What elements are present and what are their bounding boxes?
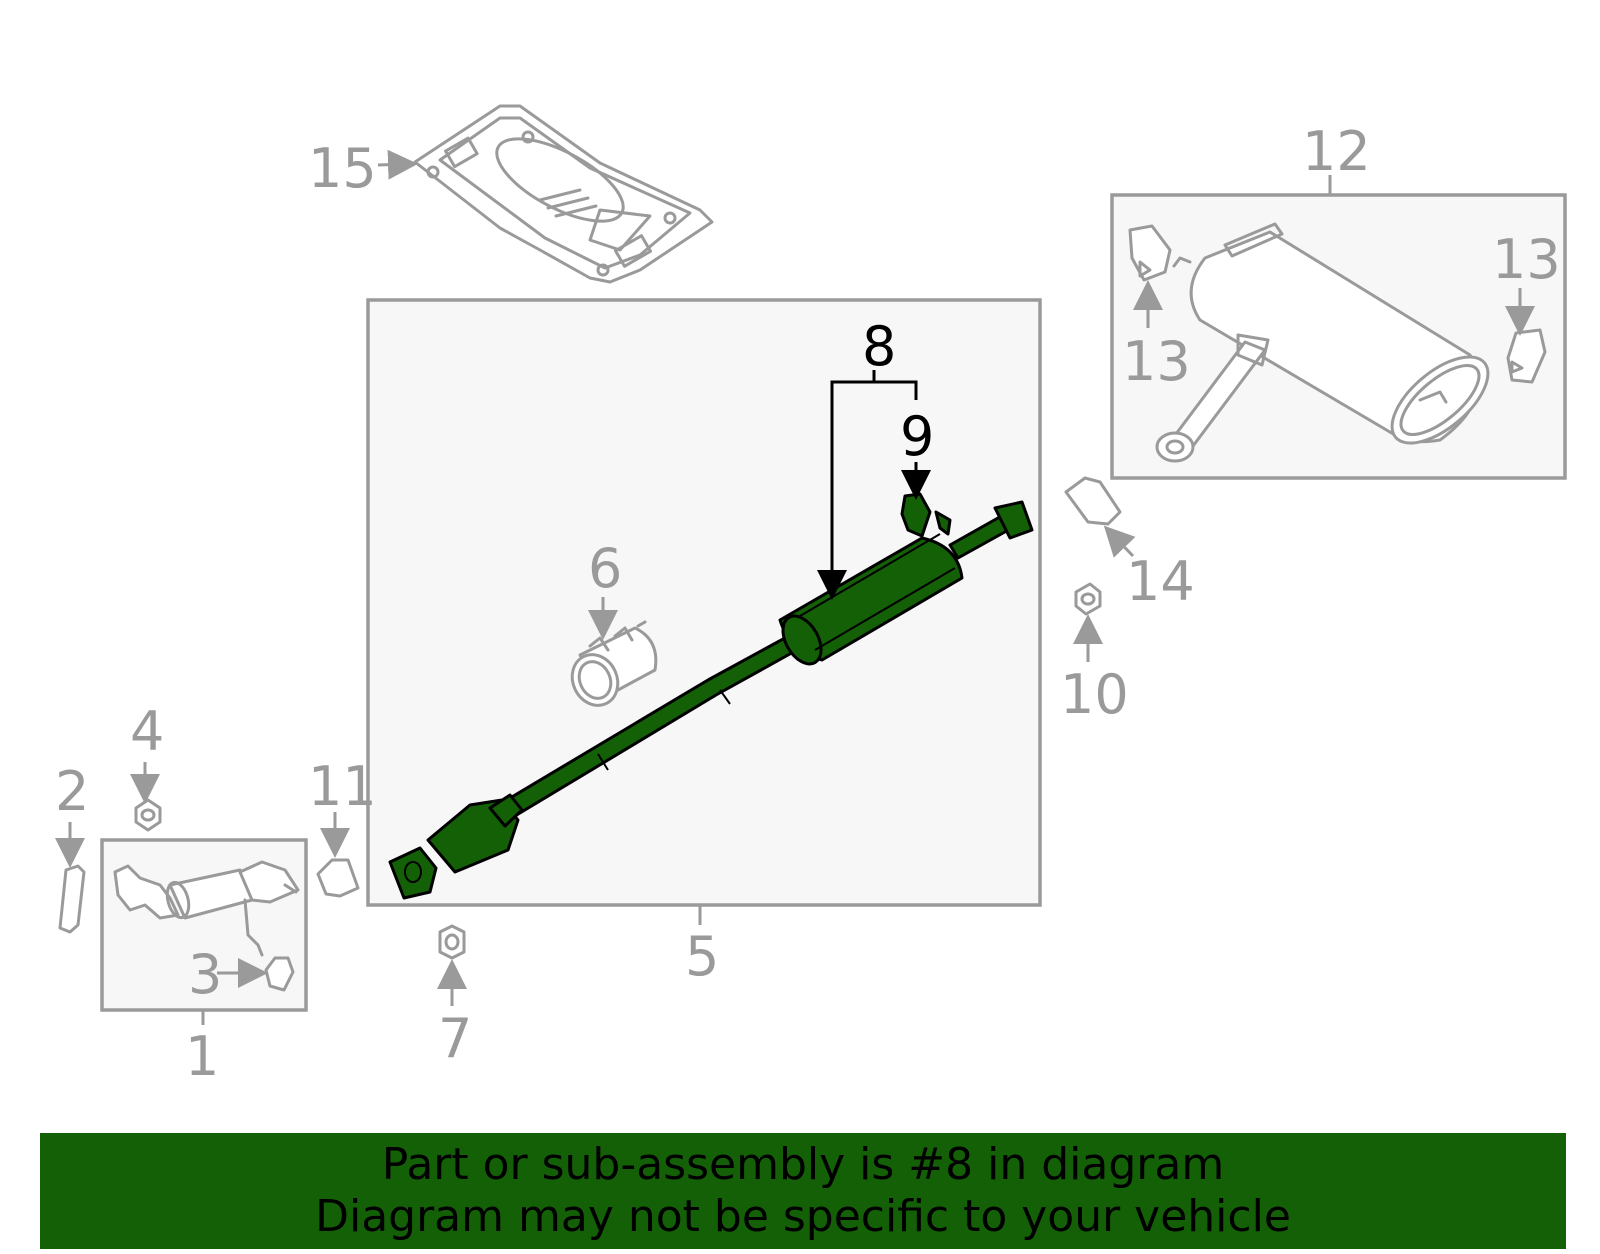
callout-15-leader — [377, 149, 418, 180]
callout-11: 11 — [308, 755, 377, 818]
gasket-part-2[interactable] — [58, 864, 86, 934]
banner-line-1: Part or sub-assembly is #8 in diagram — [381, 1139, 1225, 1190]
callout-7: 7 — [438, 1007, 472, 1070]
center-exhaust-pipe-part[interactable] — [388, 500, 1034, 900]
callout-8: 8 — [862, 315, 896, 378]
callout-12: 12 — [1302, 120, 1371, 183]
muffler-hanger-left-part[interactable] — [1128, 224, 1172, 282]
callout-2: 2 — [55, 760, 89, 823]
gasket-part-3[interactable] — [264, 956, 295, 992]
nut-part-10[interactable] — [1074, 582, 1102, 616]
banner-line-2: Diagram may not be specific to your vehi… — [315, 1191, 1291, 1242]
nut-part-7[interactable] — [438, 924, 466, 960]
nut-part-4[interactable] — [134, 798, 162, 832]
callout-15: 15 — [308, 137, 377, 200]
manifold-converter-part[interactable] — [113, 860, 300, 957]
callout-9: 9 — [900, 405, 934, 468]
callout-3: 3 — [188, 943, 222, 1006]
callout-4: 4 — [130, 700, 164, 763]
callout-1: 1 — [185, 1025, 219, 1088]
callout-13b: 13 — [1492, 228, 1561, 291]
muffler-part[interactable] — [1155, 222, 1502, 463]
callout-13a: 13 — [1122, 330, 1191, 393]
heat-shield-part[interactable] — [413, 104, 714, 284]
callout-10: 10 — [1060, 663, 1129, 726]
callout-6: 6 — [588, 537, 622, 600]
part-notice-banner: Part or sub-assembly is #8 in diagram Di… — [40, 1133, 1566, 1249]
callout-5: 5 — [685, 925, 719, 988]
gasket-part-11[interactable] — [316, 858, 360, 898]
hanger-part-14[interactable] — [1064, 476, 1122, 526]
callout-14: 14 — [1126, 550, 1195, 613]
muffler-hanger-right-part[interactable] — [1506, 328, 1547, 384]
callout-14-leader — [1103, 525, 1136, 558]
